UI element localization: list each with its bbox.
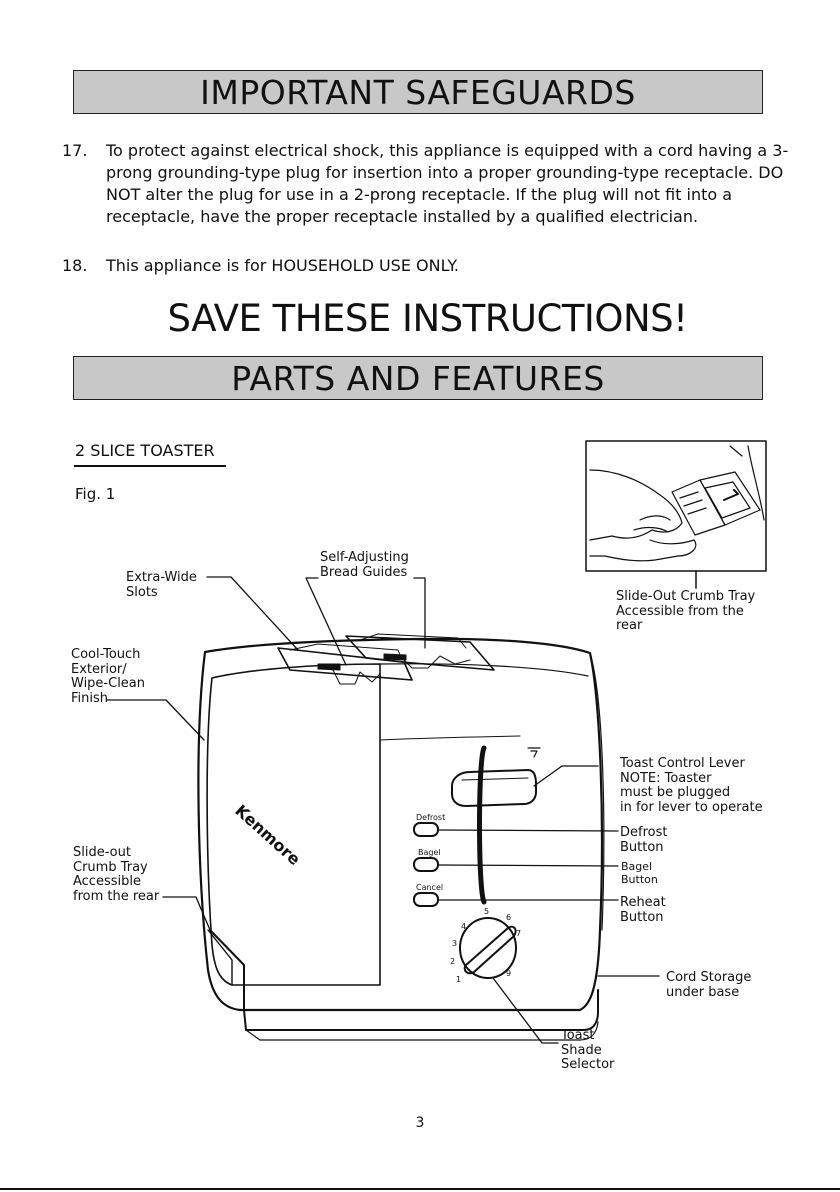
page-number: 3	[415, 1115, 425, 1131]
cancel-button	[413, 892, 439, 907]
crumb-tray-inset-frame	[585, 440, 767, 572]
parts-features-banner: PARTS AND FEATURES	[73, 356, 763, 400]
safeguard-item-17: 17. To protect against electrical shock,…	[62, 140, 792, 250]
dial-number: 1	[456, 975, 461, 984]
dial-number: 9	[506, 969, 511, 978]
save-instructions-heading: SAVE THESE INSTRUCTIONS!	[167, 297, 688, 340]
defrost-button-text: Defrost	[416, 813, 445, 822]
dial-number: 5	[484, 907, 489, 916]
hands-crumb-tray-icon	[589, 445, 765, 562]
bottom-rule	[0, 1188, 840, 1190]
item-text-before: This appliance is for	[106, 256, 272, 275]
toast-lever	[451, 769, 537, 807]
important-safeguards-banner: IMPORTANT SAFEGUARDS	[73, 70, 763, 114]
left-slot	[277, 647, 413, 681]
defrost-button	[413, 822, 439, 837]
item-text: To protect against electrical shock, thi…	[106, 141, 789, 226]
dial-number: 7	[516, 929, 521, 938]
dial-number: 3	[452, 939, 457, 948]
right-slot	[345, 635, 495, 671]
item-text-after: .	[453, 256, 460, 275]
banner-title: PARTS AND FEATURES	[231, 358, 605, 398]
brand-logo: Kenmore	[231, 801, 304, 869]
dial-number: 2	[450, 957, 455, 966]
cancel-button-text: Cancel	[416, 883, 443, 892]
bagel-button-text: Bagel	[418, 848, 441, 857]
banner-title: IMPORTANT SAFEGUARDS	[200, 72, 636, 112]
dial-number: 4	[461, 922, 466, 931]
toast-shade-dial	[459, 917, 517, 979]
dial-number: 6	[506, 913, 511, 922]
section-subtitle: 2 SLICE TOASTER	[75, 441, 215, 460]
bagel-button	[413, 857, 439, 872]
item-number: 17.	[62, 141, 88, 160]
toaster-body	[197, 633, 605, 1041]
leader-lines	[106, 576, 660, 1044]
item-text-emphasis: HOUSEHOLD USE ONLY	[271, 256, 454, 275]
subtitle-underline	[74, 465, 226, 467]
item-text: This appliance is for HOUSEHOLD USE ONLY…	[106, 255, 459, 277]
figure-label: Fig. 1	[75, 485, 116, 503]
safeguard-item-18: 18. This appliance is for HOUSEHOLD USE …	[62, 255, 762, 279]
item-number: 18.	[62, 256, 88, 275]
